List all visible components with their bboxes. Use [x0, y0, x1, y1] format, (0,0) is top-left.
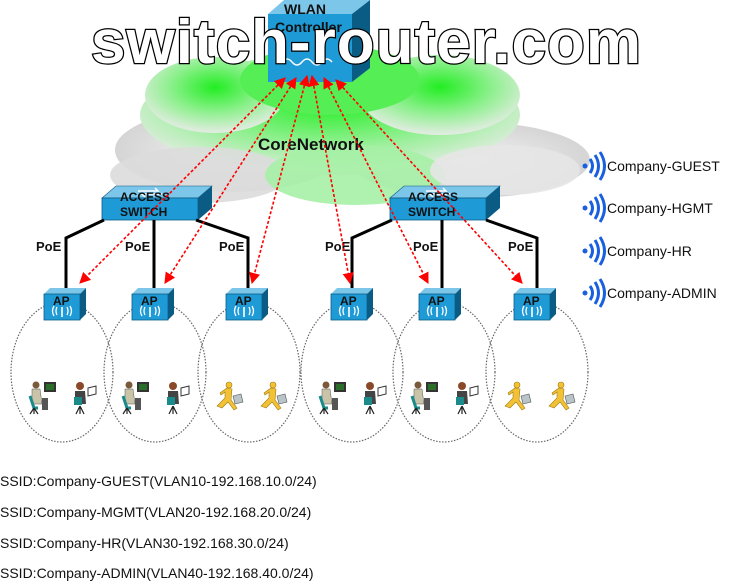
poe-link — [485, 218, 539, 292]
capwap-tunnels — [79, 74, 523, 285]
laptop-user-icon — [456, 382, 479, 415]
access-point: AP — [513, 287, 557, 321]
core-network-label: CoreNetwork — [258, 135, 364, 154]
coverage-cell — [300, 301, 404, 443]
access-switch-label-line2: SWITCH — [408, 205, 455, 219]
legend-item: Company-ADMIN — [582, 278, 717, 308]
ap-label: AP — [428, 294, 445, 308]
poe-label: PoE — [413, 239, 439, 254]
poe-link — [195, 218, 250, 292]
wifi-signal-icon — [582, 236, 606, 266]
access-point: AP — [43, 287, 87, 321]
legend-ssid-label: Company-HGMT — [607, 200, 713, 216]
desktop-user-icon — [121, 381, 149, 415]
access-switch-label-line1: ACCESS — [408, 190, 458, 204]
coverage-cell — [10, 301, 114, 443]
controller-label-line2: Controller — [275, 19, 342, 35]
ssid-vlan-line: SSID:Company-HR(VLAN30-192.168.30.0/24) — [0, 535, 289, 551]
walking-user-icon — [260, 381, 288, 411]
coverage-cell — [485, 301, 589, 443]
poe-label: PoE — [508, 239, 534, 254]
access-switch-label-line2: SWITCH — [120, 205, 167, 219]
coverage-cells — [10, 301, 589, 443]
legend-item: Company-HGMT — [582, 193, 713, 223]
access-point: AP — [330, 287, 374, 321]
ap-label: AP — [340, 294, 357, 308]
tunnel-line — [249, 74, 310, 285]
watermark: switch-router.com — [90, 7, 643, 79]
access-point: AP — [225, 287, 269, 321]
poe-link — [64, 218, 105, 292]
coverage-cell — [103, 301, 207, 443]
poe-label: PoE — [125, 239, 151, 254]
legend-item: Company-GUEST — [582, 151, 720, 181]
clients — [28, 381, 576, 415]
ap-label: AP — [523, 294, 540, 308]
laptop-user-icon — [74, 382, 97, 415]
controller-label-line1: WLAN — [284, 1, 326, 17]
coverage-cell — [197, 301, 301, 443]
tunnel-line — [79, 77, 286, 284]
legend-ssid-label: Company-HR — [607, 243, 692, 259]
ap-label: AP — [235, 294, 252, 308]
wifi-signal-icon — [582, 278, 606, 308]
desktop-user-icon — [318, 381, 346, 415]
desktop-user-icon — [28, 381, 56, 415]
wlan-controller: WLAN Controller — [268, 0, 370, 82]
poe-link — [350, 218, 393, 292]
walking-user-icon — [216, 381, 244, 411]
legend-ssid-label: Company-GUEST — [607, 158, 720, 174]
ssid-vlan-line: SSID:Company-MGMT(VLAN20-192.168.20.0/24… — [0, 504, 312, 520]
ap-label: AP — [53, 294, 70, 308]
laptop-user-icon — [167, 382, 190, 415]
ap-label: AP — [141, 294, 158, 308]
wifi-signal-icon — [582, 151, 606, 181]
ssid-vlan-line: SSID:Company-ADMIN(VLAN40-192.168.40.0/2… — [0, 565, 314, 581]
access-switch-right: ACCESS SWITCH — [389, 185, 501, 221]
poe-label: PoE — [219, 239, 245, 254]
laptop-user-icon — [364, 382, 387, 415]
access-point: AP — [131, 287, 175, 321]
tunnel-line — [335, 79, 523, 284]
poe-links — [64, 218, 539, 292]
walking-user-icon — [548, 381, 576, 411]
wifi-signal-icon — [582, 193, 606, 223]
coverage-cell — [392, 301, 496, 443]
legend-item: Company-HR — [582, 236, 692, 266]
ssid-vlan-line: SSID:Company-GUEST(VLAN10-192.168.10.0/2… — [0, 473, 317, 489]
poe-label: PoE — [325, 239, 351, 254]
walking-user-icon — [504, 381, 532, 411]
legend-ssid-label: Company-ADMIN — [607, 285, 717, 301]
desktop-user-icon — [410, 381, 438, 415]
access-switch-label-line1: ACCESS — [120, 190, 170, 204]
access-switch-left: ACCESS SWITCH — [101, 185, 213, 221]
access-point: AP — [418, 287, 462, 321]
poe-label: PoE — [36, 239, 62, 254]
